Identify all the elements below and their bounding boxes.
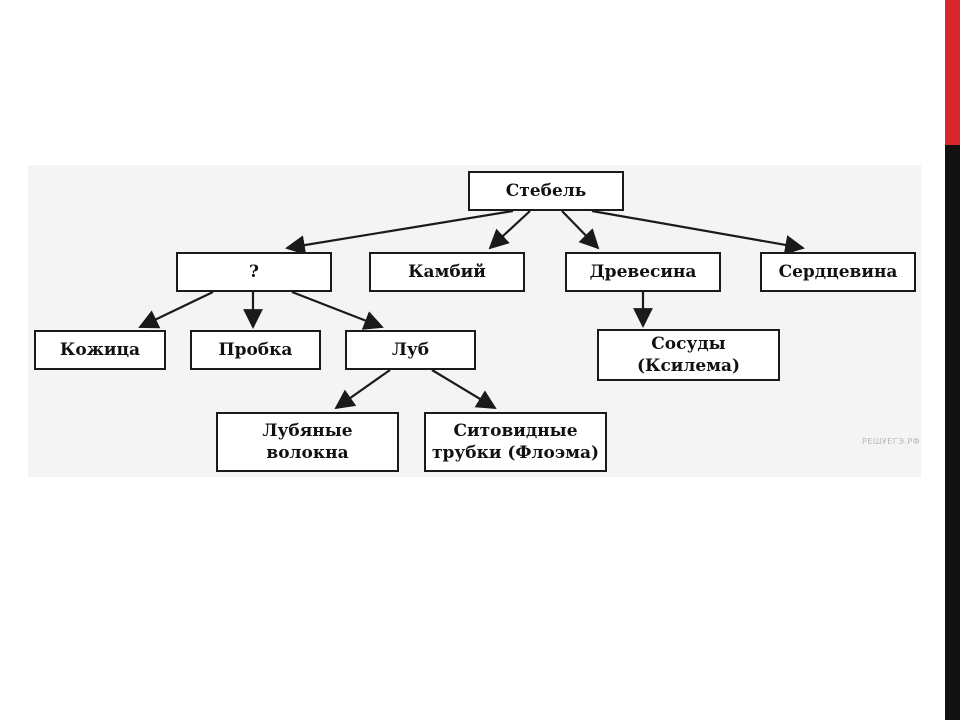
node-vessels-xylem: Сосуды (Ксилема) [597,329,780,381]
node-cork: Пробка [190,330,321,370]
node-bast-fibers: Лубяные волокна [216,412,399,472]
node-wood: Древесина [565,252,721,292]
node-pith: Сердцевина [760,252,916,292]
watermark: РЕШУЕГЭ.РФ [862,437,921,446]
node-stem: Стебель [468,171,624,211]
node-cambium: Камбий [369,252,525,292]
node-sieve-tubes-phloem: Ситовидные трубки (Флоэма) [424,412,607,472]
node-bark-unknown: ? [176,252,332,292]
node-bast: Луб [345,330,476,370]
accent-stripe-dark [945,145,960,720]
node-epidermis: Кожица [34,330,166,370]
accent-stripe-red [945,0,960,145]
